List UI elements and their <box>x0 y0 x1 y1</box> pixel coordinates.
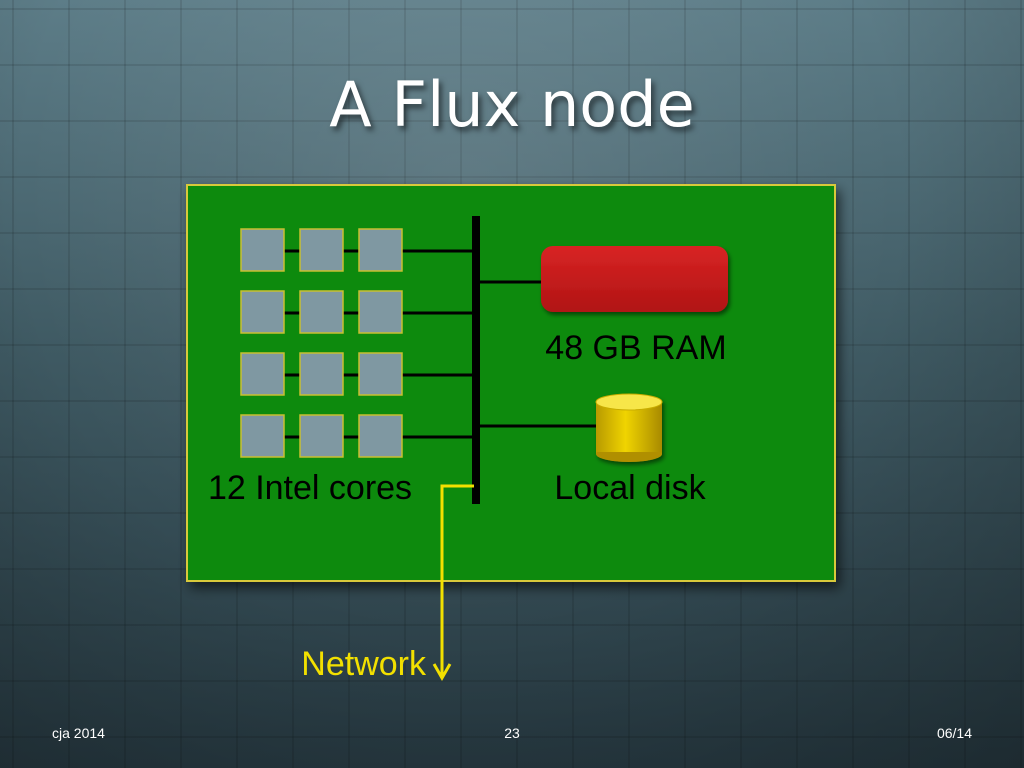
cpu-core <box>240 414 285 458</box>
ram-label: 48 GB RAM <box>545 329 726 367</box>
cpu-core <box>299 290 344 334</box>
cpu-cores <box>240 228 403 458</box>
cpu-core <box>240 290 285 334</box>
cpu-core <box>358 228 403 272</box>
cpu-core <box>358 290 403 334</box>
footer-author: cja 2014 <box>52 725 105 741</box>
system-bus <box>472 216 480 504</box>
network-link <box>432 484 474 682</box>
cpu-core <box>358 414 403 458</box>
cpu-core <box>299 414 344 458</box>
ram-module <box>541 246 728 312</box>
network-label: Network <box>301 645 427 683</box>
footer-date: 06/14 <box>936 725 972 741</box>
cores-label: 12 Intel cores <box>208 469 412 507</box>
footer-page-number: 23 <box>504 725 520 741</box>
cpu-core <box>299 228 344 272</box>
disk-label: Local disk <box>554 469 706 507</box>
cpu-core <box>240 228 285 272</box>
cpu-core <box>358 352 403 396</box>
disk-icon <box>595 393 663 462</box>
cpu-core <box>240 352 285 396</box>
cpu-core <box>299 352 344 396</box>
slide-title: A Flux node <box>329 68 695 141</box>
